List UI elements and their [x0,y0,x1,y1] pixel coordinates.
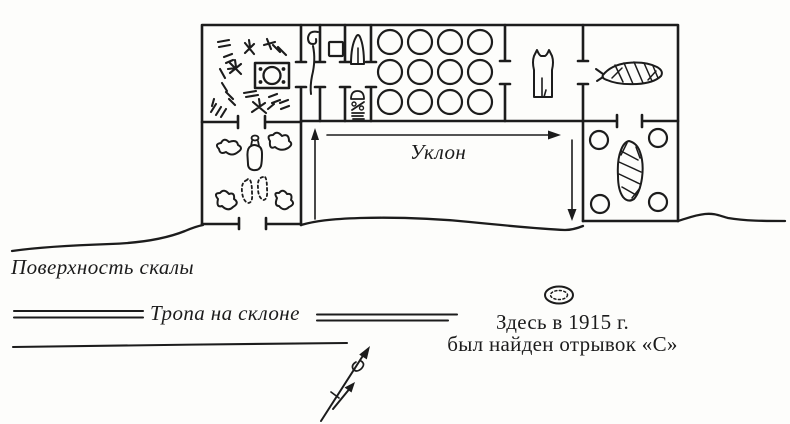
pit-circle-icon [588,129,610,151]
slope-direction-arrow-icon [326,130,561,140]
hieroglyph-panel-icon [350,90,365,120]
column-icon [406,28,434,56]
down-arrow-icon [567,139,577,221]
column-icon [436,58,464,86]
animal-mummy-icon [595,61,663,86]
hillside-path-lines [11,309,459,349]
pillared-hall-columns [376,28,494,116]
north-arrow-icon [320,346,370,422]
offering-blob-icon [267,131,293,151]
column-icon [466,58,494,86]
column-icon [406,58,434,86]
offering-blob-icon [214,189,238,211]
sarcophagus-box-icon [253,61,291,90]
label-path-on-slope: Тропа на склоне [150,301,300,325]
column-icon [376,58,404,86]
column-icon [436,28,464,56]
label-rock-surface: Поверхность скалы [11,255,195,279]
column-icon [376,88,404,116]
vase-icon [246,134,263,172]
pit-circle-icon [647,191,669,213]
pit-circle-icon [589,193,611,215]
standing-mummy-icon [616,140,644,202]
doorway-wall-6 [576,23,590,223]
cat-statue-icon [532,49,554,98]
burial-chamber-contents [588,127,669,215]
column-icon [466,28,494,56]
column-icon [376,28,404,56]
pit-circle-icon [647,127,669,149]
find-spot-icon [544,285,574,305]
find-caption-line1: Здесь в 1915 г. [495,310,630,334]
crook-staff-icon [307,30,319,95]
square-vessel-icon [327,40,345,58]
find-caption: Здесь в 1915 г. был найден отрывок «С» [425,311,700,355]
find-caption-line2: был найден отрывок «С» [447,332,678,356]
path-double-line-left [12,309,145,319]
wall-bottom-left-room [200,216,303,231]
offering-blob-icon [274,189,295,211]
column-icon [406,88,434,116]
interior-wall-upper [299,113,680,129]
debris-marks [209,37,291,119]
label-slope: Уклон [410,140,467,164]
doorway-wall-3 [338,23,352,123]
up-arrow-icon [311,128,319,220]
doorway-wall-2 [313,23,327,123]
outer-wall [200,23,680,226]
rock-surface-line [10,212,787,253]
offering-blob-icon [215,138,242,156]
doorway-wall-4 [364,23,378,123]
tomb-walls [200,23,680,231]
cone-loaf-icon [350,34,365,65]
slope-arrows [311,128,577,221]
path-double-line-right [315,313,459,322]
doorway-wall-5 [498,23,512,123]
interior-wall-left [200,114,303,130]
doorway-wall-1 [294,23,308,227]
column-icon [436,88,464,116]
offering-figures [214,131,295,211]
column-icon [466,88,494,116]
footprints-icon [240,176,269,204]
path-lower-line [11,341,349,349]
